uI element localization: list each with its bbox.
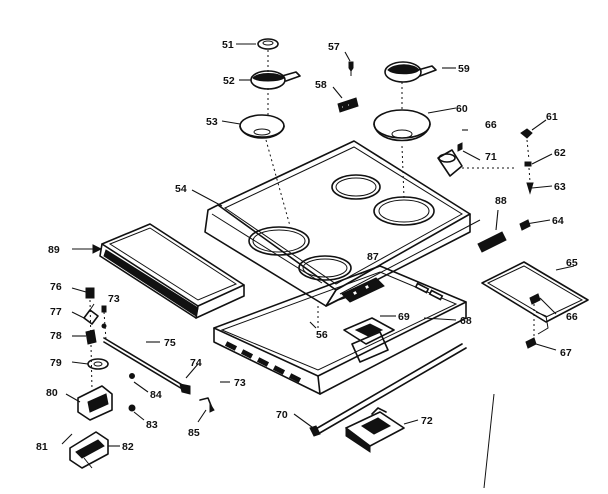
label-68: 68 [460, 315, 472, 327]
left-small-parts [69, 287, 215, 469]
burner-head-59 [384, 61, 437, 83]
screw-64 [519, 219, 531, 231]
label-63: 63 [554, 181, 566, 193]
glass-panel-89 [99, 223, 245, 319]
label-89: 89 [48, 244, 60, 256]
label-73b: 73 [234, 377, 246, 389]
label-64: 64 [552, 215, 564, 227]
label-78: 78 [50, 330, 62, 342]
label-75: 75 [164, 337, 176, 349]
screw-57 [348, 61, 354, 76]
fastener-stack-61-63 [520, 128, 534, 195]
label-59: 59 [458, 63, 470, 75]
label-80: 80 [46, 387, 58, 399]
label-88: 88 [495, 195, 507, 207]
rod-74 [103, 337, 191, 395]
cooktop-top-panel [204, 140, 481, 307]
label-82: 82 [122, 441, 134, 453]
rod-70 [309, 343, 467, 437]
label-56: 56 [316, 329, 328, 341]
drip-bowl-60 [373, 109, 431, 142]
drip-bowl-53 [239, 114, 285, 139]
label-66a: 66 [485, 119, 497, 131]
label-51: 51 [222, 39, 234, 51]
label-61: 61 [546, 111, 558, 123]
label-83: 83 [146, 419, 158, 431]
terminal-block-87 [341, 277, 385, 303]
label-81: 81 [36, 441, 48, 453]
chassis-box-68 [213, 265, 467, 395]
label-53: 53 [206, 116, 218, 128]
label-57: 57 [328, 41, 340, 53]
label-74: 74 [190, 357, 202, 369]
label-66b: 66 [566, 311, 578, 323]
label-84: 84 [150, 389, 162, 401]
label-71: 71 [485, 151, 497, 163]
label-79: 79 [50, 357, 62, 369]
label-52: 52 [223, 75, 235, 87]
burner-head-52 [250, 70, 301, 90]
label-67: 67 [560, 347, 572, 359]
label-69: 69 [398, 311, 410, 323]
label-54: 54 [175, 183, 187, 195]
label-77: 77 [50, 306, 62, 318]
label-62: 62 [554, 147, 566, 159]
terminal-block-58 [337, 97, 359, 113]
label-73a: 73 [108, 293, 120, 305]
strip-88 [477, 231, 507, 253]
switch-66-71 [437, 142, 463, 177]
label-70: 70 [276, 409, 288, 421]
label-58: 58 [315, 79, 327, 91]
label-87: 87 [367, 251, 379, 263]
label-76: 76 [50, 281, 62, 293]
burner-cap-51 [257, 38, 279, 50]
label-65: 65 [566, 257, 578, 269]
label-60: 60 [456, 103, 468, 115]
terminal-block-72 [345, 407, 405, 453]
label-72: 72 [421, 415, 433, 427]
label-85: 85 [188, 427, 200, 439]
leader-lines [61, 43, 575, 447]
access-cover-65 [481, 261, 589, 323]
part-number-labels: 51 52 53 54 57 58 59 60 66 71 61 62 63 6… [36, 39, 578, 453]
